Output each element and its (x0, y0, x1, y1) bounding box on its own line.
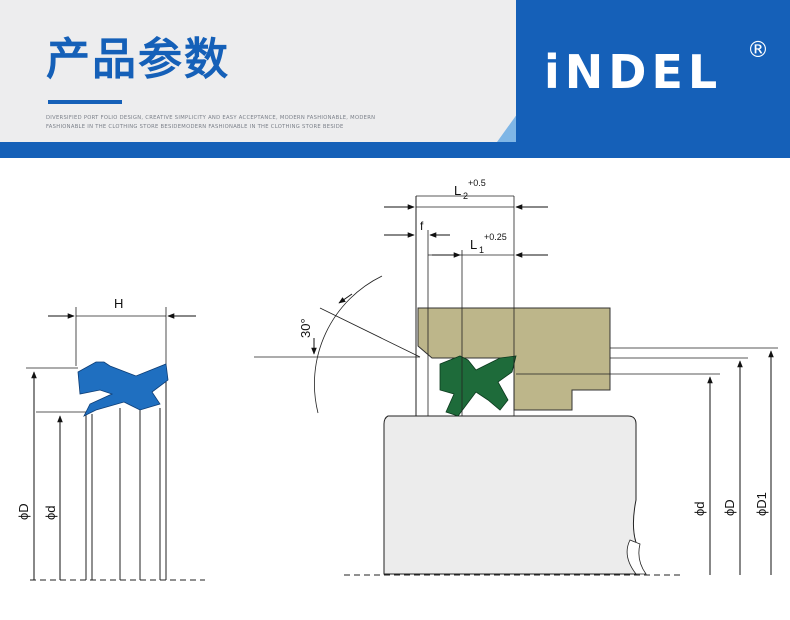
shaft-body (383, 415, 639, 575)
registered-mark: ® (747, 38, 769, 63)
label-phi-D: ϕD (16, 503, 31, 520)
green-seal-profile (439, 355, 517, 417)
angle-arrow-top (338, 293, 353, 304)
label-h: H (114, 296, 123, 311)
page-title: 产品参数 (46, 34, 230, 85)
chamfer-angle-line (319, 307, 421, 358)
label-l2-tolerance: +0.5 (468, 178, 486, 188)
left-seal-diagram: H ϕD ϕd (16, 296, 205, 581)
shaft-break-mark (626, 539, 647, 575)
label-phi-d: ϕd (43, 505, 58, 520)
label-l1-sub: 1 (479, 245, 484, 255)
brand-panel-fill (516, 0, 790, 142)
brand-logo: iNDEL (544, 45, 723, 99)
brand-panel (497, 0, 790, 142)
label-phi-d-right: ϕd (692, 501, 707, 516)
label-l1: L (470, 237, 477, 252)
label-l2: L (454, 183, 461, 198)
header-bar (0, 142, 790, 158)
label-phi-D1: ϕD1 (754, 492, 769, 516)
label-angle: 30° (298, 318, 313, 338)
blue-seal-profile (77, 361, 169, 417)
right-assembly-diagram: L 2 +0.5 f L 1 +0.25 30° ϕd ϕD ϕD1 (254, 178, 778, 576)
label-l2-sub: 2 (463, 191, 468, 201)
title-underline (48, 100, 122, 104)
label-f: f (420, 219, 424, 233)
label-l1-tolerance: +0.25 (484, 232, 507, 242)
label-phi-D-right: ϕD (722, 499, 737, 516)
header-tagline: DIVERSIFIED PORT FOLIO DESIGN, CREATIVE … (46, 115, 376, 130)
angle-arc (314, 275, 383, 414)
